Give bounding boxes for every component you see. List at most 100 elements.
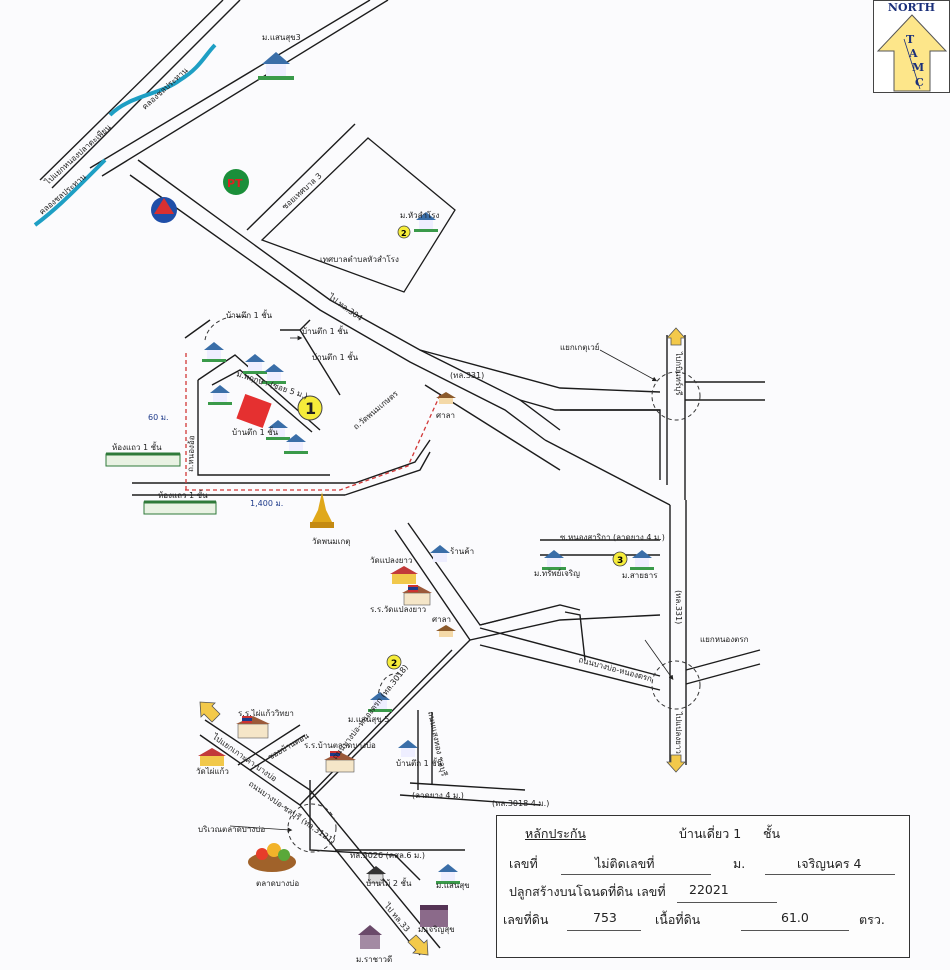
house-icon xyxy=(368,692,392,712)
label-yaek-ket: แยกเกตุเวย์ xyxy=(560,342,599,352)
road-network xyxy=(39,0,765,956)
north-letter: T xyxy=(906,33,915,46)
label-yaek-nong-krok: แยกหนองตรก xyxy=(700,635,749,644)
deed-text: ปลูกสร้างบนโฉนดที่ดิน เลขที่ xyxy=(509,884,666,899)
label-canal-top: คลองชลประทาน xyxy=(140,65,190,111)
label-wat-phai: วัดไผ่แก้ว xyxy=(196,767,229,776)
marker-label: 2 xyxy=(401,229,407,238)
label-sala-2: ศาลา xyxy=(432,615,451,624)
house-icon xyxy=(202,342,226,362)
label-shophouse-1: ห้องแถว 1 ชั้น xyxy=(112,441,162,452)
temple-icon xyxy=(198,748,226,766)
north-arrow: NORTH T A M C xyxy=(873,0,950,93)
label-m-huasamrong: ม.หัวสำโรง xyxy=(400,210,440,220)
marker-label: 1 xyxy=(305,399,316,418)
label-m-rachawadi: ม.ราชาวดี xyxy=(356,955,392,964)
house-icon xyxy=(420,905,448,927)
pagoda-icon xyxy=(310,492,334,528)
label-nong-road: ถ.หนองอ้อ xyxy=(186,435,196,472)
north-title: NORTH xyxy=(887,1,936,14)
underline xyxy=(741,930,849,931)
area-value: 61.0 xyxy=(781,910,809,925)
label-cs331-right: (ทล.331) xyxy=(674,590,683,624)
house-icon xyxy=(430,545,450,562)
house-icon xyxy=(358,925,382,949)
label-laterite: (ลาดยาง 4 ม.) xyxy=(412,791,464,800)
pavilion-icon xyxy=(436,392,456,404)
label-wat-plaeng: วัดแปลงยาว xyxy=(370,556,412,565)
market-icon xyxy=(248,843,296,872)
label-dist-1400: 1,400 ม. xyxy=(250,499,283,508)
house-icon xyxy=(258,52,294,80)
marker-label: 3 xyxy=(617,556,623,566)
house-icons xyxy=(198,52,654,949)
collateral-value: บ้านเดี่ยว 1 xyxy=(679,826,742,841)
underline xyxy=(765,874,895,875)
label-to-3018: (ทล.3018 4 ม.) xyxy=(492,799,549,808)
label-market-area: บริเวณตลาดบางบ่อ xyxy=(198,825,265,834)
house-icon xyxy=(266,420,290,440)
svg-text:PT: PT xyxy=(227,177,243,190)
flag-icon xyxy=(242,585,418,758)
label-house-wood: บ้านไม้ 2 ชั้น xyxy=(366,877,412,888)
label-wat-phanom: วัดพนมเกตุ xyxy=(312,537,350,546)
label-cs3026: ทล.3026 (คสล.6 ม.) xyxy=(350,851,425,860)
label-to-kabinburi: ไปกบินทร์บุรี xyxy=(674,351,684,396)
area-label: เนื้อที่ดิน xyxy=(655,912,701,927)
map-markers: 1 2 2 3 xyxy=(297,225,628,670)
area-unit: ตรว. xyxy=(859,912,885,927)
property-info-box: หลักประกัน บ้านเดี่ยว 1 ชั้น เลขที่ ไม่ต… xyxy=(496,815,910,958)
house-icon xyxy=(284,434,308,454)
label-m-sapcharoen: ม.ทรัพย์เจริญ xyxy=(534,568,580,578)
temple-icon xyxy=(390,566,418,584)
moo-label: ม. xyxy=(733,856,746,871)
marker-label: 2 xyxy=(391,659,397,669)
label-to-cs33: ไป ทล.33 xyxy=(382,901,412,934)
moo-value: เจริญนคร 4 xyxy=(797,856,862,871)
label-wat-road: ถ.วัดพนมเกษตร xyxy=(352,389,401,432)
land-no-label: เลขที่ดิน xyxy=(503,912,549,927)
label-to-chs304: ไป ทล.304 xyxy=(326,292,364,323)
canal xyxy=(33,43,217,227)
deed-no: 22021 xyxy=(689,882,729,897)
label-house1-b: บ้านตึก 1 ชั้น xyxy=(302,325,349,336)
label-school-talad: ร.ร.บ้านตลาดบางบ่อ xyxy=(304,741,376,750)
floor-unit: ชั้น xyxy=(763,826,781,841)
shophouse-row xyxy=(105,452,217,515)
house-icon xyxy=(262,364,286,384)
north-arrow-icon: T A M C xyxy=(876,14,948,92)
north-letter: A xyxy=(908,47,918,60)
junction-circles xyxy=(204,315,701,853)
collateral-label: หลักประกัน xyxy=(525,826,586,841)
label-shophouse-2: ห้องแถว 1 ชั้น xyxy=(158,489,208,500)
route-path xyxy=(185,350,441,491)
label-house1-a: บ้านตึก 1 ชั้น xyxy=(226,309,273,320)
leader-arrows xyxy=(229,335,674,833)
ptt-logo: PT xyxy=(223,169,249,195)
label-to-plaeng-yao: ไปแปลงยาว xyxy=(674,711,683,754)
subject-lot xyxy=(236,393,272,429)
label-m-charoensuk: ม.เจริญสุข xyxy=(418,925,455,934)
house-icon xyxy=(436,864,460,884)
label-sala-1: ศาลา xyxy=(436,411,455,420)
direction-arrows xyxy=(199,327,686,956)
north-letter: M xyxy=(912,61,924,74)
school-icon xyxy=(236,716,270,739)
label-m-saenksuk5: ม.แสนสุข 5 xyxy=(348,715,389,724)
label-house1-c: บ้านตึก 1 ชั้น xyxy=(312,351,359,362)
label-m-saiarun: ม.สายธาร xyxy=(622,571,658,580)
north-letter: C xyxy=(915,76,924,89)
house-icon xyxy=(414,212,438,232)
label-school-phai: ร.ร.ไผ่แก้ววิทยา xyxy=(238,709,294,718)
house-icon xyxy=(398,740,418,757)
label-m-saenksuk3: ม.แสนสุข3 xyxy=(262,33,301,42)
label-shop: ร้านค้า xyxy=(450,547,474,556)
label-m-saenksuk: ม.แสนสุข xyxy=(436,881,470,890)
label-dist-60: 60 ม. xyxy=(148,413,169,422)
house-icon xyxy=(542,550,566,570)
label-road-3121: ถนนบางบ่อ-ชลบุรี (ทล.3121) xyxy=(247,779,337,846)
label-school-plaeng: ร.ร.วัดแปลงยาว xyxy=(370,605,426,614)
land-no-value: 753 xyxy=(593,910,617,925)
house-icon xyxy=(208,385,232,405)
